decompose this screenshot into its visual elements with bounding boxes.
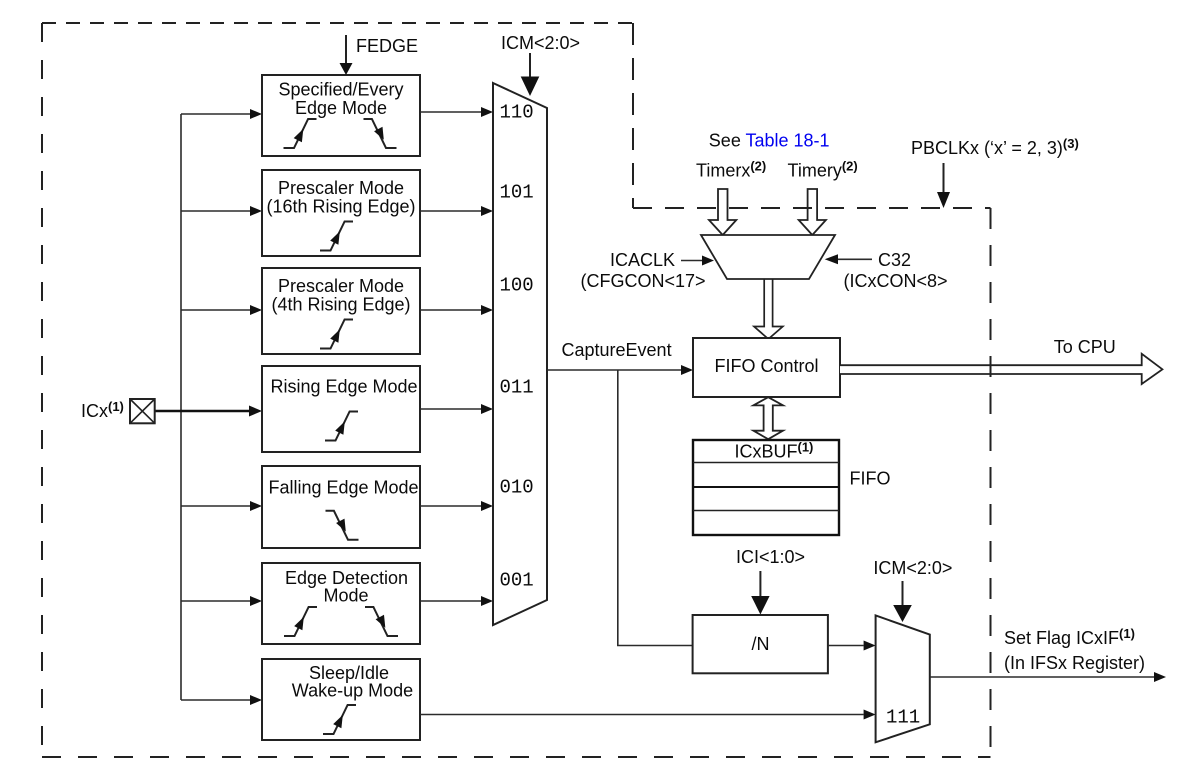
svg-text:010: 010 bbox=[500, 477, 534, 499]
svg-text:101: 101 bbox=[500, 182, 534, 204]
svg-text:(16th Rising Edge): (16th Rising Edge) bbox=[266, 197, 415, 217]
svg-text:Mode: Mode bbox=[323, 586, 368, 606]
svg-text:Timerx(2): Timerx(2) bbox=[696, 159, 766, 181]
svg-text:ICM<2:0>: ICM<2:0> bbox=[873, 558, 952, 578]
svg-text:Timery(2): Timery(2) bbox=[788, 159, 858, 181]
svg-text:FIFO: FIFO bbox=[850, 469, 891, 489]
svg-text:001: 001 bbox=[500, 570, 534, 592]
svg-text:ICM<2:0>: ICM<2:0> bbox=[501, 33, 580, 53]
svg-text:ICI<1:0>: ICI<1:0> bbox=[736, 547, 805, 567]
svg-text:ICxBUF(1): ICxBUF(1) bbox=[735, 440, 814, 462]
svg-text:Falling Edge Mode: Falling Edge Mode bbox=[268, 478, 418, 498]
svg-text:Sleep/Idle: Sleep/Idle bbox=[309, 663, 389, 683]
svg-text:Rising Edge Mode: Rising Edge Mode bbox=[270, 377, 417, 397]
svg-text:PBCLKx (‘x’ = 2, 3)(3): PBCLKx (‘x’ = 2, 3)(3) bbox=[911, 136, 1079, 158]
svg-text:Edge Detection: Edge Detection bbox=[285, 568, 408, 588]
svg-text:Specified/Every: Specified/Every bbox=[278, 80, 403, 100]
svg-text:/N: /N bbox=[752, 634, 770, 654]
svg-text:(ICxCON<8>: (ICxCON<8> bbox=[843, 271, 947, 291]
svg-text:Set Flag ICxIF(1): Set Flag ICxIF(1) bbox=[1004, 626, 1135, 648]
svg-text:(In IFSx Register): (In IFSx Register) bbox=[1004, 653, 1145, 673]
svg-text:C32: C32 bbox=[878, 250, 911, 270]
svg-text:011: 011 bbox=[500, 377, 534, 399]
svg-text:110: 110 bbox=[500, 102, 534, 124]
svg-text:(4th Rising Edge): (4th Rising Edge) bbox=[271, 295, 410, 315]
svg-text:Edge Mode: Edge Mode bbox=[295, 98, 387, 118]
svg-text:CaptureEvent: CaptureEvent bbox=[562, 340, 672, 360]
svg-text:Prescaler Mode: Prescaler Mode bbox=[278, 178, 404, 198]
svg-text:To CPU: To CPU bbox=[1054, 337, 1116, 357]
svg-text:FIFO Control: FIFO Control bbox=[714, 356, 818, 376]
svg-text:Prescaler Mode: Prescaler Mode bbox=[278, 276, 404, 296]
svg-text:ICACLK: ICACLK bbox=[610, 250, 675, 270]
svg-text:FEDGE: FEDGE bbox=[356, 36, 418, 56]
svg-text:100: 100 bbox=[500, 275, 534, 297]
svg-text:(CFGCON<17>: (CFGCON<17> bbox=[580, 271, 705, 291]
svg-text:111: 111 bbox=[886, 707, 920, 729]
svg-text:See Table 18-1: See Table 18-1 bbox=[709, 131, 830, 151]
svg-text:Wake-up Mode: Wake-up Mode bbox=[292, 681, 413, 701]
